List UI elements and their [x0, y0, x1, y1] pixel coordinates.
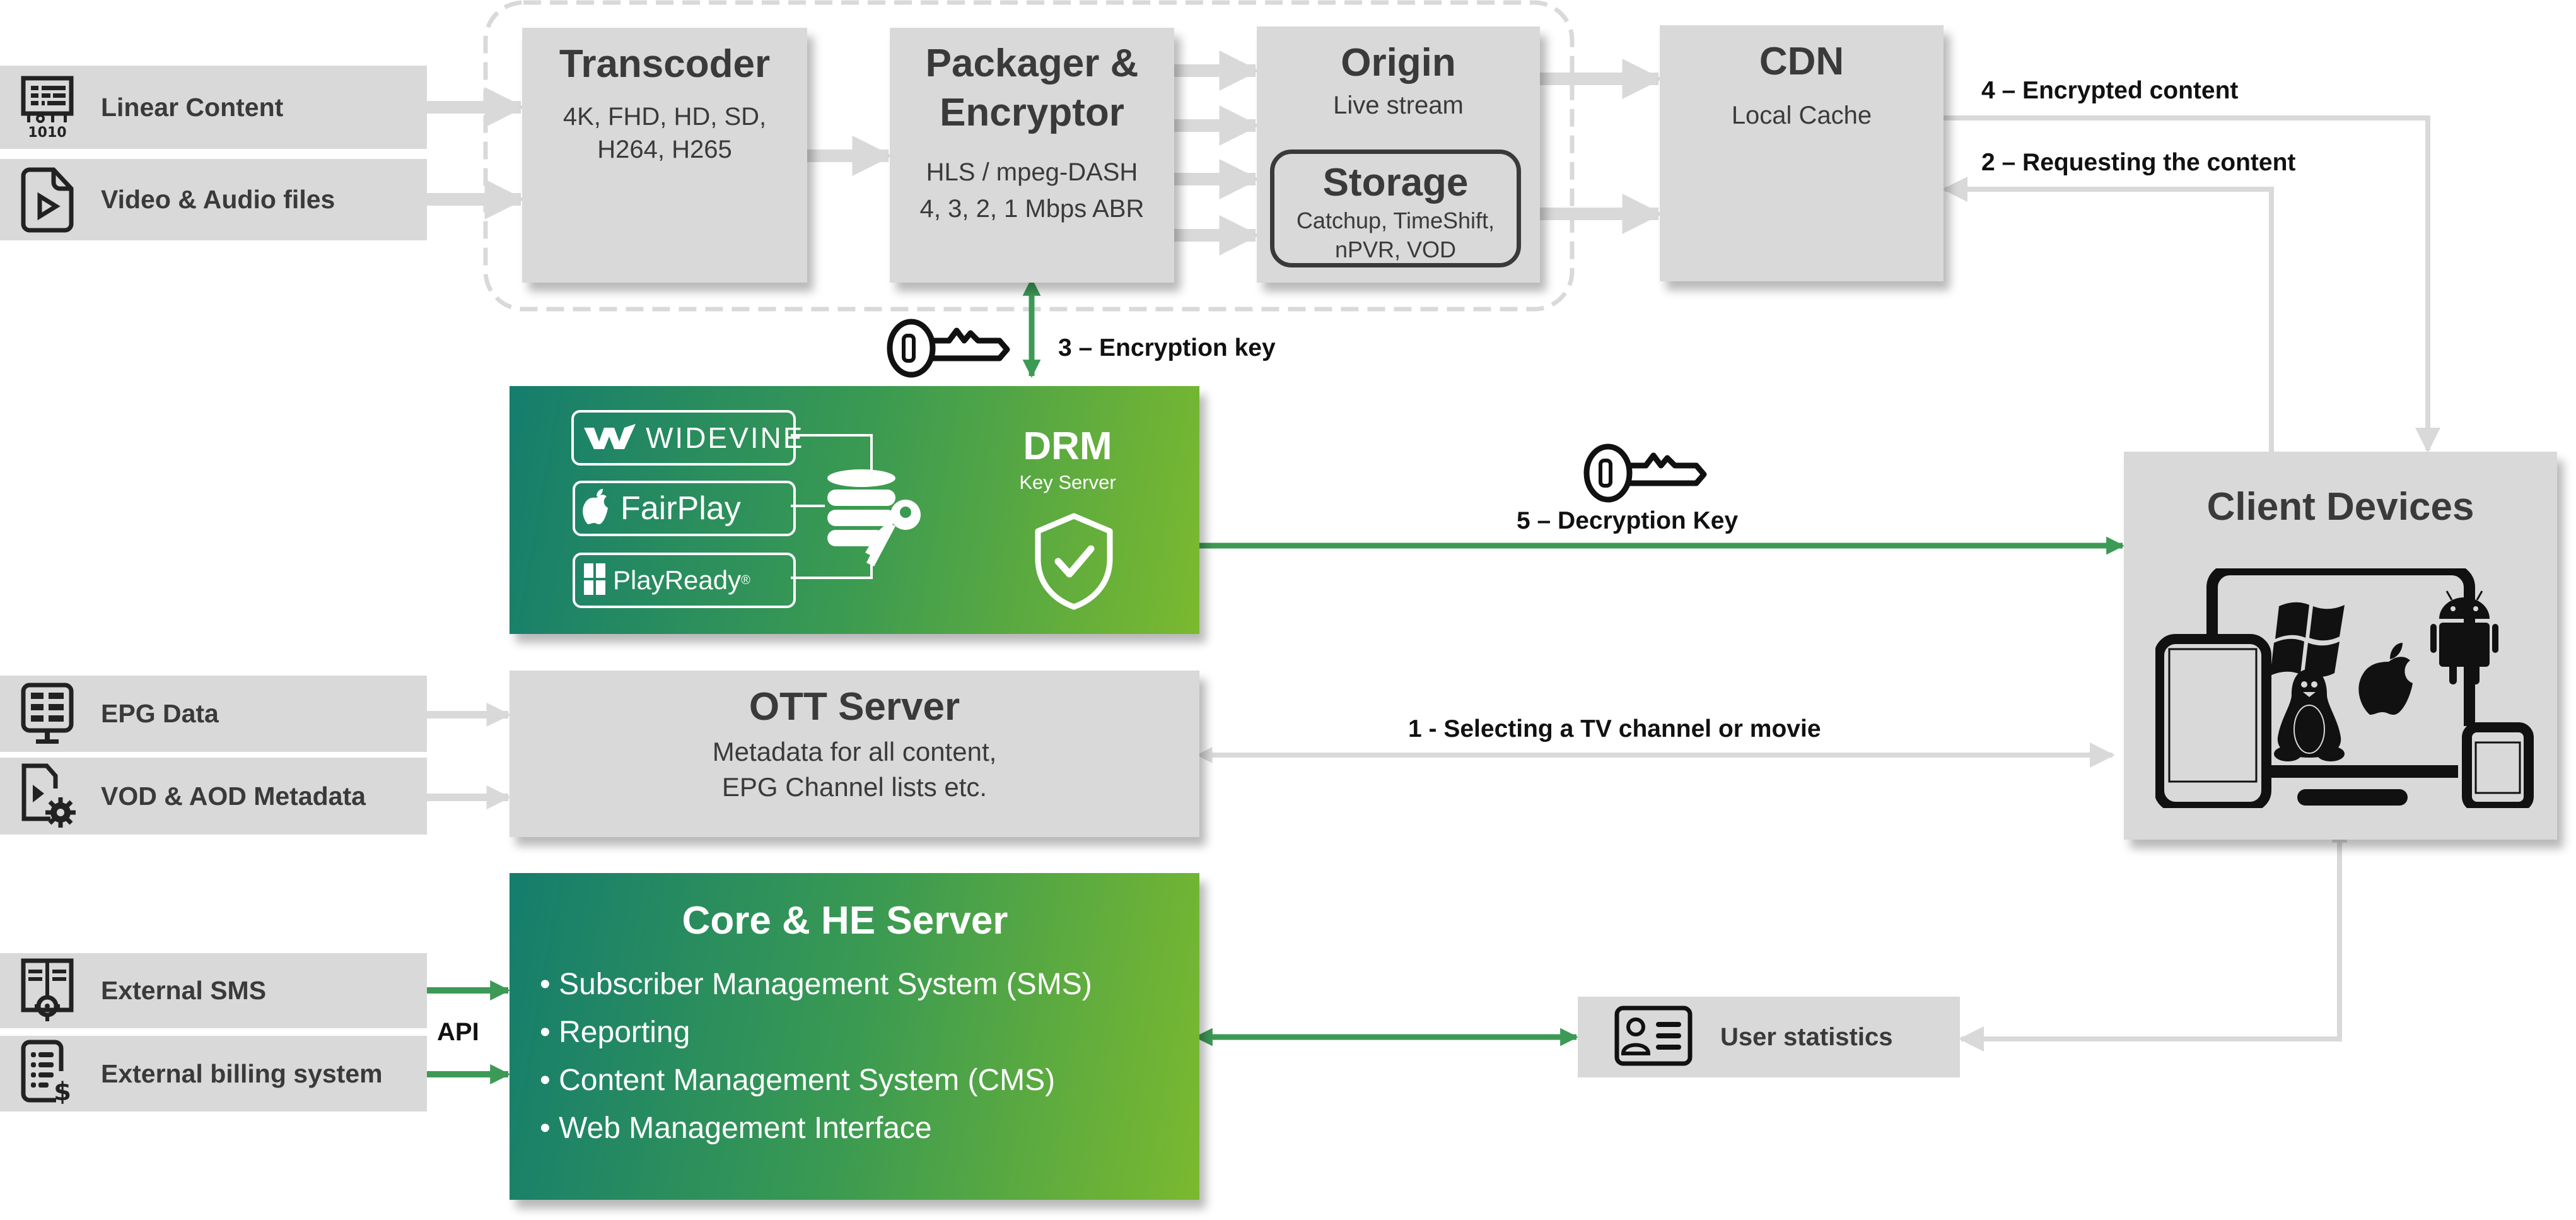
core-he-server-box[interactable]: Core & HE Server • Subscriber Management… — [510, 873, 1199, 1200]
packager-title: Packager & — [925, 42, 1139, 85]
video-file-icon — [19, 167, 76, 232]
svg-text:$: $ — [54, 1077, 71, 1106]
transcoder-detail: 4K, FHD, HD, SD, — [562, 103, 767, 131]
client-devices-title: Client Devices — [2206, 485, 2474, 529]
source-label: Video & Audio files — [101, 185, 335, 214]
storage-detail: Catchup, TimeShift, — [1296, 208, 1495, 233]
transcoder-detail: H264, H265 — [597, 136, 732, 163]
user-statistics-box[interactable]: User statistics — [1578, 997, 1960, 1077]
drm-system-widevine[interactable]: WIDEVINE — [571, 410, 802, 466]
book-gear-icon — [19, 958, 76, 1023]
source-vod-aod-metadata[interactable]: VOD & AOD Metadata — [0, 758, 427, 835]
source-label: External billing system — [101, 1059, 383, 1088]
origin-box[interactable]: Origin Live stream Storage Catchup, Time… — [1257, 26, 1540, 283]
user-card-icon — [1614, 1006, 1693, 1069]
core-server-title: Core & HE Server — [682, 899, 1008, 942]
epg-monitor-icon — [19, 683, 76, 746]
user-statistics-label: User statistics — [1720, 1023, 1893, 1051]
origin-title: Origin — [1341, 41, 1456, 85]
encryption-key-icon — [886, 317, 1012, 383]
api-label: API — [437, 1018, 479, 1046]
source-label: Linear Content — [101, 92, 284, 122]
origin-subtitle: Live stream — [1333, 91, 1464, 119]
drm-system-name: FairPlay — [621, 490, 741, 527]
drm-system-name: PlayReady — [613, 565, 742, 595]
arrow-encrypted-content — [1944, 115, 2440, 453]
drm-system-name: WIDEVINE — [646, 421, 805, 454]
ott-server-detail: Metadata for all content, — [712, 737, 997, 766]
flow-label-requesting-content: 2 – Requesting the content — [1981, 149, 2296, 176]
transcoder-title: Transcoder — [559, 42, 771, 86]
cdn-title: CDN — [1759, 40, 1845, 83]
file-gear-icon — [19, 763, 76, 828]
flow-label-encrypted-content: 4 – Encrypted content — [1981, 77, 2239, 104]
source-label: VOD & AOD Metadata — [101, 781, 366, 811]
cdn-box[interactable]: CDN Local Cache — [1660, 25, 1944, 281]
storage-title: Storage — [1322, 161, 1469, 204]
flow-label-decryption-key: 5 – Decryption Key — [1517, 507, 1739, 534]
ott-server-box[interactable]: OTT Server Metadata for all content, EPG… — [510, 671, 1199, 837]
binary-screen-icon: 1010 — [19, 76, 76, 139]
source-linear-content[interactable]: 1010 Linear Content — [0, 66, 427, 149]
flow-label-selecting-channel: 1 - Selecting a TV channel or movie — [1408, 715, 1821, 742]
svg-text:1010: 1010 — [28, 125, 66, 139]
playready-logo-icon — [584, 563, 605, 598]
packager-detail: 4, 3, 2, 1 Mbps ABR — [919, 195, 1145, 223]
decryption-key-icon — [1583, 442, 1709, 508]
storage-box[interactable]: Storage Catchup, TimeShift, nPVR, VOD — [1270, 150, 1521, 267]
core-feature-item: • Reporting — [540, 1016, 691, 1049]
packager-encryptor-box[interactable]: Packager & Encryptor HLS / mpeg-DASH 4, … — [890, 28, 1174, 283]
arrow-requesting-content — [1942, 177, 2274, 452]
widevine-logo-icon — [583, 423, 637, 454]
drm-system-fairplay[interactable]: FairPlay — [573, 481, 796, 536]
shield-check-icon — [1033, 512, 1115, 614]
source-label: EPG Data — [101, 699, 219, 728]
devices-illustration-icon — [2154, 564, 2534, 812]
billing-dollar-icon: $ — [19, 1040, 76, 1106]
source-video-audio-files[interactable]: Video & Audio files — [0, 159, 427, 240]
cdn-subtitle: Local Cache — [1731, 102, 1872, 129]
database-key-icon — [825, 468, 926, 572]
source-epg-data[interactable]: EPG Data — [0, 676, 427, 752]
registered-mark: ® — [741, 573, 750, 587]
core-feature-item: • Content Management System (CMS) — [540, 1064, 1056, 1097]
arrow-client-to-user-stats — [1959, 826, 2348, 1052]
packager-title: Encryptor — [940, 91, 1124, 134]
apple-logo-icon — [583, 488, 610, 530]
storage-detail: nPVR, VOD — [1334, 237, 1457, 262]
source-external-sms[interactable]: External SMS — [0, 953, 427, 1028]
client-devices-box[interactable]: Client Devices — [2124, 452, 2557, 840]
source-external-billing[interactable]: $ External billing system — [0, 1036, 427, 1111]
drm-subtitle: Key Server — [1019, 471, 1116, 493]
packager-detail: HLS / mpeg-DASH — [926, 158, 1138, 186]
ott-server-detail: EPG Channel lists etc. — [721, 772, 988, 802]
core-feature-item: • Web Management Interface — [540, 1111, 932, 1145]
transcoder-box[interactable]: Transcoder 4K, FHD, HD, SD, H264, H265 — [522, 28, 807, 283]
drm-key-server-box[interactable]: WIDEVINE FairPlay PlayReady ® DRM Key Se… — [510, 386, 1199, 634]
ott-server-title: OTT Server — [749, 685, 960, 729]
core-feature-item: • Subscriber Management System (SMS) — [540, 968, 1092, 1001]
drm-title: DRM — [1023, 425, 1112, 468]
flow-label-encryption-key: 3 – Encryption key — [1058, 334, 1276, 361]
drm-system-playready[interactable]: PlayReady ® — [573, 553, 796, 608]
source-label: External SMS — [101, 976, 267, 1005]
